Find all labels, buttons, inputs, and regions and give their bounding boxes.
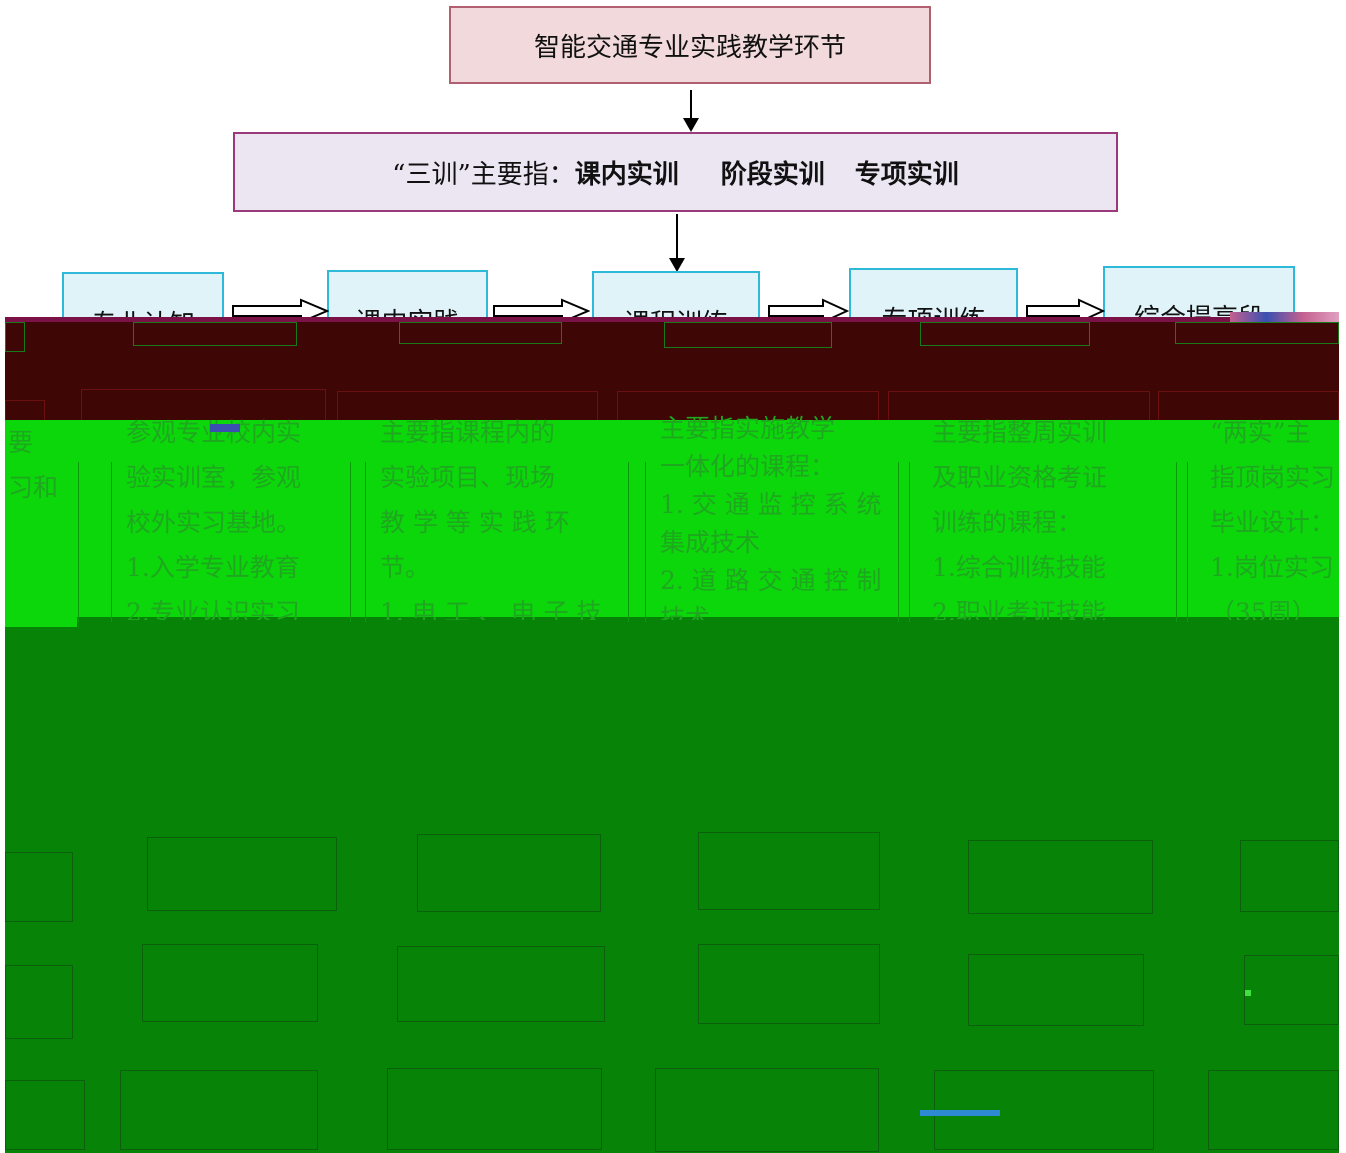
ghost-outline: [664, 322, 832, 348]
ghost-divider: [898, 462, 910, 622]
subtitle-box: “三训”主要指： 课内实训 阶段实训 专项实训: [233, 132, 1118, 212]
column-3-line: 实验项目、现场: [380, 463, 556, 492]
column-2-line: 验实训室，参观: [126, 463, 302, 492]
glitch-fragment: [5, 617, 77, 627]
glitch-fragment: [210, 424, 240, 432]
ghost-box: [698, 944, 880, 1024]
column-4-line: 技术: [660, 604, 711, 620]
subtitle-item-2: 阶段实训: [720, 159, 825, 190]
ghost-box: [397, 946, 605, 1022]
column-5-line: 2.职业考证技能: [932, 598, 1106, 620]
glitch-band-dark: [5, 322, 1339, 422]
glitch-band-green: [5, 420, 1339, 625]
glitch-fragment: [920, 1110, 1000, 1116]
glitch-fragment: [1230, 312, 1339, 322]
column-6-line: （35周）: [1210, 598, 1317, 620]
right-arrow-3: [768, 298, 849, 324]
column-5-line: 训练的课程：: [932, 508, 1083, 537]
ghost-box: [655, 1068, 879, 1152]
ghost-box: [120, 1070, 318, 1150]
ghost-box: [1240, 840, 1339, 912]
ghost-box: [5, 852, 73, 922]
column-1: 要 习和: [8, 420, 58, 510]
ghost-divider: [628, 462, 646, 622]
column-5-line: 1.综合训练技能: [932, 553, 1106, 582]
ghost-divider: [350, 462, 366, 622]
column-4-line: 2. 道 路 交 通 控 制: [660, 566, 882, 595]
column-5: 主要指整周实训 及职业资格考证 训练的课程： 1.综合训练技能 2.职业考证技能: [920, 410, 1160, 620]
ghost-outline: [1175, 322, 1339, 344]
column-2-line: 1.入学专业教育: [126, 553, 300, 582]
glitch-fragment: [1245, 990, 1251, 996]
right-arrow-1: [232, 298, 329, 324]
ghost-box: [142, 944, 318, 1022]
title-box: 智能交通专业实践教学环节: [449, 6, 931, 84]
ghost-divider: [1176, 462, 1188, 622]
column-4-line: 主要指实施教学: [660, 414, 836, 443]
column-6-line: 毕业设计：: [1210, 508, 1336, 537]
column-3-line: 1. 电 工 、 电 子 技: [380, 598, 602, 620]
ghost-box: [387, 1068, 602, 1150]
ghost-box: [698, 832, 880, 910]
glitch-band-top: [5, 317, 1339, 322]
column-2-line: 校外实习基地。: [126, 508, 302, 537]
column-6: “两实”主 指顶岗实习 毕业设计： 1.岗位实习 （35周）: [1188, 410, 1339, 620]
column-2: 参观专业校内实 验实训室，参观 校外实习基地。 1.入学专业教育 2.专业认识实…: [104, 410, 344, 620]
right-arrow-2: [493, 298, 590, 324]
column-3-line: 节。: [380, 553, 431, 582]
right-arrow-4: [1026, 298, 1105, 324]
column-1-line: 习和: [8, 473, 58, 502]
ghost-box: [1208, 1070, 1339, 1150]
subtitle-prefix: “三训”主要指：: [392, 159, 575, 190]
column-6-line: “两实”主: [1210, 418, 1311, 447]
column-6-line: 指顶岗实习: [1210, 463, 1336, 492]
column-4-line: 一体化的课程：: [660, 452, 836, 481]
column-2-line: 参观专业校内实: [126, 418, 302, 447]
ghost-divider: [78, 462, 112, 622]
ghost-outline: [920, 322, 1090, 346]
ghost-outline: [5, 322, 25, 352]
column-5-line: 及职业资格考证: [932, 463, 1108, 492]
down-arrow-1: [683, 90, 699, 132]
column-4-line: 集成技术: [660, 528, 761, 557]
ghost-box: [5, 1080, 85, 1150]
ghost-box: [147, 837, 337, 911]
ghost-outline: [133, 322, 297, 346]
ghost-box: [5, 965, 73, 1039]
diagram-title: 智能交通专业实践教学环节: [533, 32, 846, 63]
ghost-box: [417, 834, 601, 912]
ghost-box: [968, 840, 1153, 914]
column-3: 主要指课程内的 实验项目、现场 教 学 等 实 践 环 节。 1. 电 工 、 …: [370, 410, 620, 620]
column-2-line: 2.专业认识实习: [126, 598, 300, 620]
column-5-line: 主要指整周实训: [932, 418, 1108, 447]
ghost-box: [968, 954, 1144, 1026]
glitch-band-green-dark: [5, 617, 1339, 1153]
column-6-line: 1.岗位实习: [1210, 553, 1334, 582]
subtitle-item-3: 专项实训: [854, 159, 959, 190]
column-1-line: 要: [8, 428, 34, 457]
subtitle-item-1: 课内实训: [574, 159, 679, 190]
down-arrow-2: [669, 214, 685, 272]
column-3-line: 主要指课程内的: [380, 418, 556, 447]
ghost-box: [1244, 955, 1339, 1025]
column-4-line: 1. 交 通 监 控 系 统: [660, 490, 882, 519]
ghost-outline: [399, 322, 562, 344]
column-4: 主要指实施教学 一体化的课程： 1. 交 通 监 控 系 统 集成技术 2. 道…: [648, 410, 908, 620]
column-3-line: 教 学 等 实 践 环: [380, 508, 570, 537]
